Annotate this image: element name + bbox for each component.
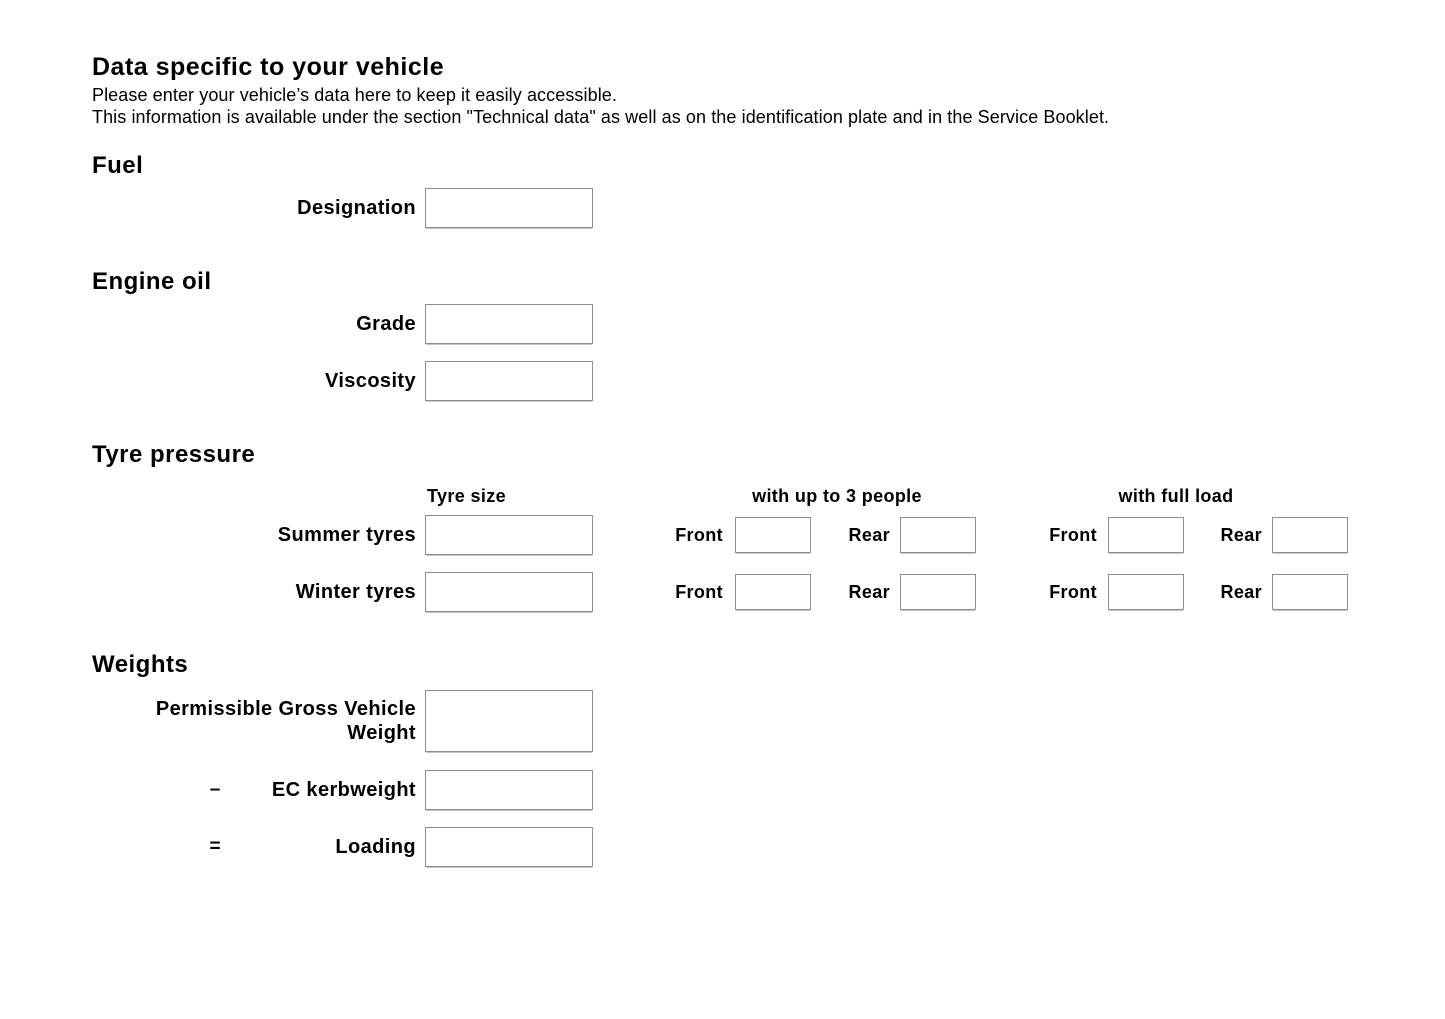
designation-label: Designation xyxy=(297,196,416,219)
intro-line-2: This information is available under the … xyxy=(92,107,1110,127)
summer-tyres-row: Summer tyres xyxy=(92,515,593,555)
winter-tyres-row: Winter tyres xyxy=(92,572,593,612)
winter-fullload-rear-label: Rear xyxy=(1220,582,1262,602)
minus-operator: – xyxy=(209,779,221,800)
gross-vehicle-weight-label: Permissible Gross Vehicle Weight xyxy=(155,697,416,744)
intro-line-1: Please enter your vehicle’s data here to… xyxy=(92,85,617,105)
loading-row: = Loading xyxy=(92,827,593,867)
gross-vehicle-weight-row: Permissible Gross Vehicle Weight xyxy=(92,690,593,752)
gross-vehicle-weight-input[interactable] xyxy=(425,690,593,752)
column-header-tyre-size: Tyre size xyxy=(427,486,506,506)
summer-fullload-front-input[interactable] xyxy=(1108,517,1184,553)
viscosity-input[interactable] xyxy=(425,361,593,401)
summer-fullload-rear-label: Rear xyxy=(1220,525,1262,545)
summer-tyre-size-input[interactable] xyxy=(425,515,593,555)
fuel-designation-row: Designation xyxy=(92,188,593,228)
page-title: Data specific to your vehicle xyxy=(92,53,445,81)
summer-3people-front-input[interactable] xyxy=(735,517,811,553)
winter-fullload-rear-input[interactable] xyxy=(1272,574,1348,610)
engine-oil-grade-row: Grade xyxy=(92,304,593,344)
ec-kerbweight-row: – EC kerbweight xyxy=(92,770,593,810)
winter-3people-rear-label: Rear xyxy=(848,582,890,602)
summer-3people-rear-input[interactable] xyxy=(900,517,976,553)
winter-3people-front-label: Front xyxy=(675,582,723,602)
summer-tyres-label: Summer tyres xyxy=(277,523,416,546)
column-header-three-people: with up to 3 people xyxy=(752,486,922,506)
winter-fullload-front-label: Front xyxy=(1049,582,1097,602)
grade-input[interactable] xyxy=(425,304,593,344)
ec-kerbweight-input[interactable] xyxy=(425,770,593,810)
ec-kerbweight-label: EC kerbweight xyxy=(271,778,416,801)
loading-label: Loading xyxy=(335,835,416,858)
summer-3people-front-label: Front xyxy=(675,525,723,545)
loading-input[interactable] xyxy=(425,827,593,867)
equals-operator: = xyxy=(209,836,221,857)
winter-fullload-front-input[interactable] xyxy=(1108,574,1184,610)
winter-3people-front-input[interactable] xyxy=(735,574,811,610)
viscosity-label: Viscosity xyxy=(324,369,416,392)
summer-3people-rear-label: Rear xyxy=(848,525,890,545)
winter-tyre-size-input[interactable] xyxy=(425,572,593,612)
summer-fullload-rear-input[interactable] xyxy=(1272,517,1348,553)
section-heading-tyre-pressure: Tyre pressure xyxy=(92,441,256,468)
column-header-full-load: with full load xyxy=(1118,486,1234,506)
section-heading-fuel: Fuel xyxy=(92,152,144,179)
section-heading-engine-oil: Engine oil xyxy=(92,268,212,295)
designation-input[interactable] xyxy=(425,188,593,228)
section-heading-weights: Weights xyxy=(92,651,189,678)
summer-fullload-front-label: Front xyxy=(1049,525,1097,545)
winter-3people-rear-input[interactable] xyxy=(900,574,976,610)
winter-tyres-label: Winter tyres xyxy=(295,580,416,603)
engine-oil-viscosity-row: Viscosity xyxy=(92,361,593,401)
grade-label: Grade xyxy=(356,312,416,335)
